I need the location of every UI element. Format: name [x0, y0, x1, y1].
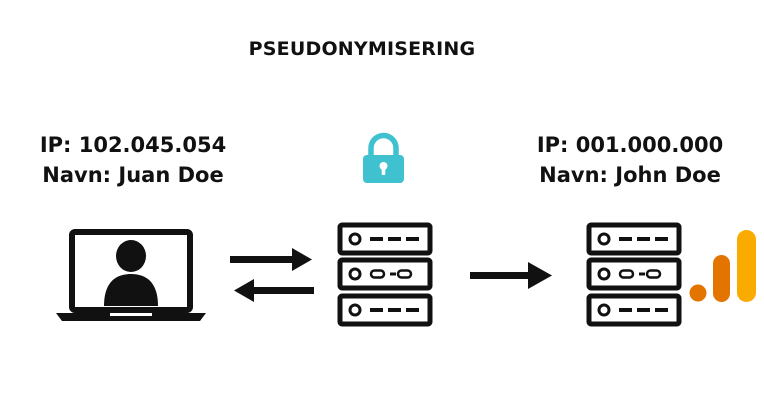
proxy-server-icon: [337, 222, 433, 327]
source-user-info: IP: 102.045.054 Navn: Juan Doe: [28, 130, 238, 190]
diagram-title: PSEUDONYMISERING: [248, 38, 476, 60]
laptop-user-icon: [56, 229, 206, 321]
analytics-server-icon: [586, 222, 682, 327]
destination-user-info: IP: 001.000.000 Navn: John Doe: [524, 130, 736, 190]
source-ip-label: IP: 102.045.054: [39, 133, 227, 157]
source-name-label: Navn: Juan Doe: [42, 163, 224, 187]
bidirectional-arrows-icon: [230, 248, 314, 302]
right-arrow-icon: [470, 262, 552, 289]
lock-icon: [363, 132, 404, 183]
destination-ip-label: IP: 001.000.000: [536, 133, 724, 157]
analytics-icon: [689, 230, 756, 302]
destination-name-label: Navn: John Doe: [539, 163, 721, 187]
